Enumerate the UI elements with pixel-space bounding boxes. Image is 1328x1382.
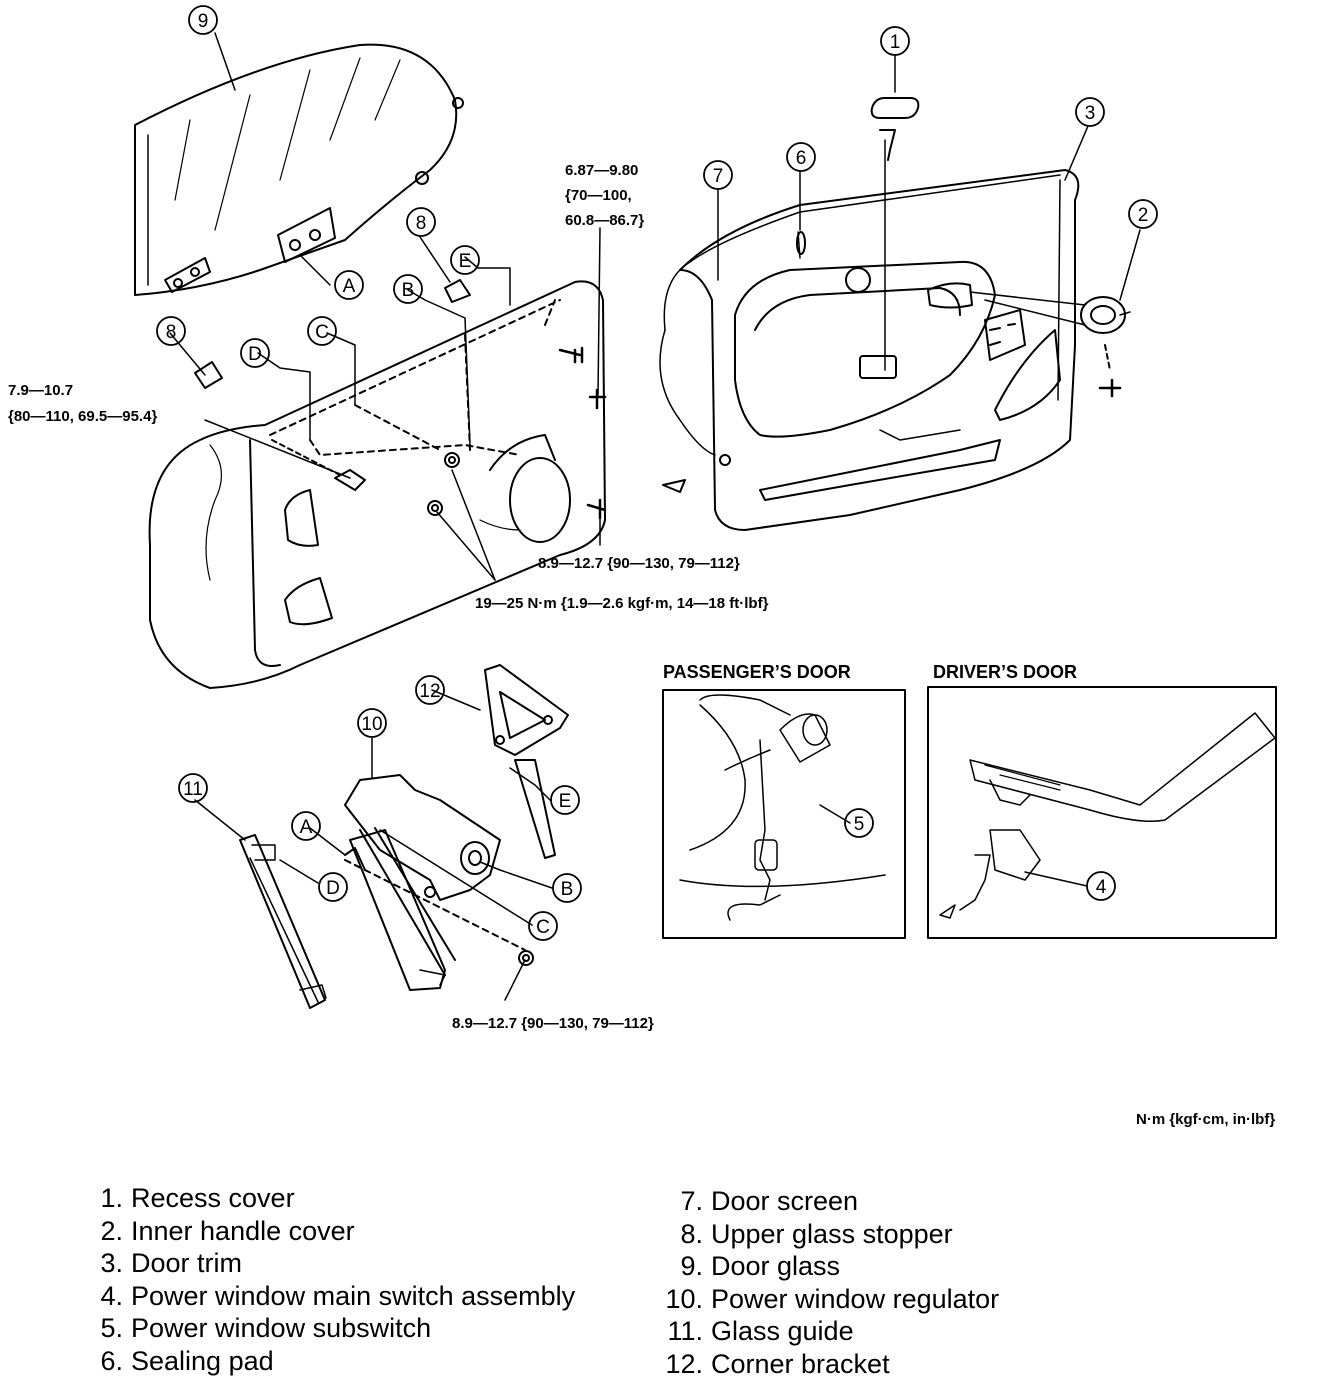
passenger-door-heading: PASSENGER’S DOOR [663,662,851,682]
callout-1-circle [880,26,910,56]
legend-item: 6.Sealing pad [100,1345,274,1376]
callout-a-lower: A [300,817,313,838]
driver-door-heading: DRIVER’S DOOR [933,662,1078,682]
legend-item: 4.Power window main switch assembly [100,1280,576,1311]
callout-11: 11 [183,779,203,800]
callout-2: 2 [1138,205,1149,226]
callout-circles [156,5,1158,941]
callout-7-circle [703,160,733,190]
callout-8-circle-left [156,316,186,346]
torque-units-note: N·m {kgf·cm, in·lbf} [1136,1111,1276,1128]
callout-4: 4 [1096,877,1107,898]
callout-a-circle-lower [291,811,321,841]
power-window-regulator-drawing [344,774,534,991]
callout-c-circle-lower [528,911,558,941]
torque-spec-door-bolts: 8.9—12.7 {90—130, 79—112} [538,555,740,572]
torque-spec-line-1: 6.87—9.80 [565,162,639,179]
legend-item: 11.Glass guide [667,1316,854,1346]
callout-d-upper: D [248,344,262,365]
callout-d-circle-lower [318,872,348,902]
legend-item: 2.Inner handle cover [100,1215,355,1246]
legend-item: 3.Door trim [100,1248,243,1278]
door-glass-drawing [134,43,464,296]
callout-10: 10 [361,714,382,735]
callout-a-upper: A [343,276,356,297]
inner-handle-cover-drawing [969,291,1131,371]
torque-spec-line-4: 7.9—10.7 [8,382,74,399]
callout-12: 12 [419,681,440,702]
door-panel-drawing [148,280,606,689]
upper-glass-stopper-left [194,361,223,389]
legend-item: 9.Door glass [680,1251,841,1281]
legend-item: 5.Power window subswitch [100,1313,432,1343]
callout-b-circle-upper [393,274,423,304]
callout-b-lower: B [561,879,574,900]
driver-door-inset-drawing [939,712,1276,919]
legend-item: 10.Power window regulator [665,1283,1000,1314]
recess-cover-drawing [870,97,920,119]
upper-glass-stopper-right [444,279,471,303]
callout-b-circle-lower [552,873,582,903]
callout-e-upper: E [459,251,472,272]
callout-2-circle [1128,199,1158,229]
parts-legend-right: 7.Door screen 8.Upper glass stopper 9.Do… [660,1185,999,1380]
callout-6: 6 [796,148,807,169]
bolts-drawing [558,129,1122,520]
glass-guide-drawing [239,834,327,1009]
torque-spec-line-5: {80—110, 69.5—95.4} [8,408,158,425]
parts-legend-left: 1.Recess cover 2.Inner handle cover 3.Do… [89,1182,575,1377]
legend-item: 7.Door screen [680,1186,859,1216]
leader-lines [169,32,1141,1001]
torque-spec-glass-nuts: 19—25 N·m {1.9—2.6 kgf·m, 14—18 ft·lbf} [475,595,769,612]
callout-11-circle [178,773,208,803]
torque-spec-line-3: 60.8—86.7} [565,212,645,229]
callout-1: 1 [890,32,901,53]
callout-12-circle [415,675,445,705]
callout-c-upper: C [315,322,329,343]
torque-spec-regulator: 8.9—12.7 {90—130, 79—112} [452,1015,654,1032]
callout-8-upper: 8 [416,213,427,234]
door-trim-drawing [659,139,1080,531]
callout-e-circle-upper [450,245,480,275]
callout-3: 3 [1085,103,1096,124]
callout-labels: 9 1 3 2 6 7 8 E B A C D 8 12 10 11 E A D… [166,11,1149,938]
callout-5: 5 [854,814,865,835]
callout-6-circle [786,142,816,172]
callout-a-circle-upper [334,270,364,300]
callout-4-circle [1086,871,1116,901]
callout-d-circle-upper [240,338,270,368]
callout-5-circle [844,808,874,838]
callout-9-circle [188,5,218,35]
callout-8-left: 8 [166,322,177,343]
callout-e-circle-lower [550,785,580,815]
callout-c-circle-upper [307,316,337,346]
callout-8-circle-upper [406,207,436,237]
callout-e-lower: E [559,791,572,812]
callout-c-lower: C [536,917,550,938]
callout-9: 9 [198,11,209,32]
driver-door-inset [927,686,1277,939]
passenger-door-inset [662,689,906,939]
callout-10-circle [357,708,387,738]
callout-b-upper: B [402,280,415,301]
legend-item: 12.Corner bracket [665,1348,890,1379]
callout-d-lower: D [326,878,340,899]
legend-item: 1.Recess cover [100,1183,295,1213]
legend-item: 8.Upper glass stopper [680,1218,953,1249]
callout-7: 7 [713,166,724,187]
callout-3-circle [1075,97,1105,127]
torque-spec-line-2: {70—100, [565,187,632,204]
corner-bracket-drawing [484,664,569,859]
passenger-door-inset-drawing [679,694,886,921]
